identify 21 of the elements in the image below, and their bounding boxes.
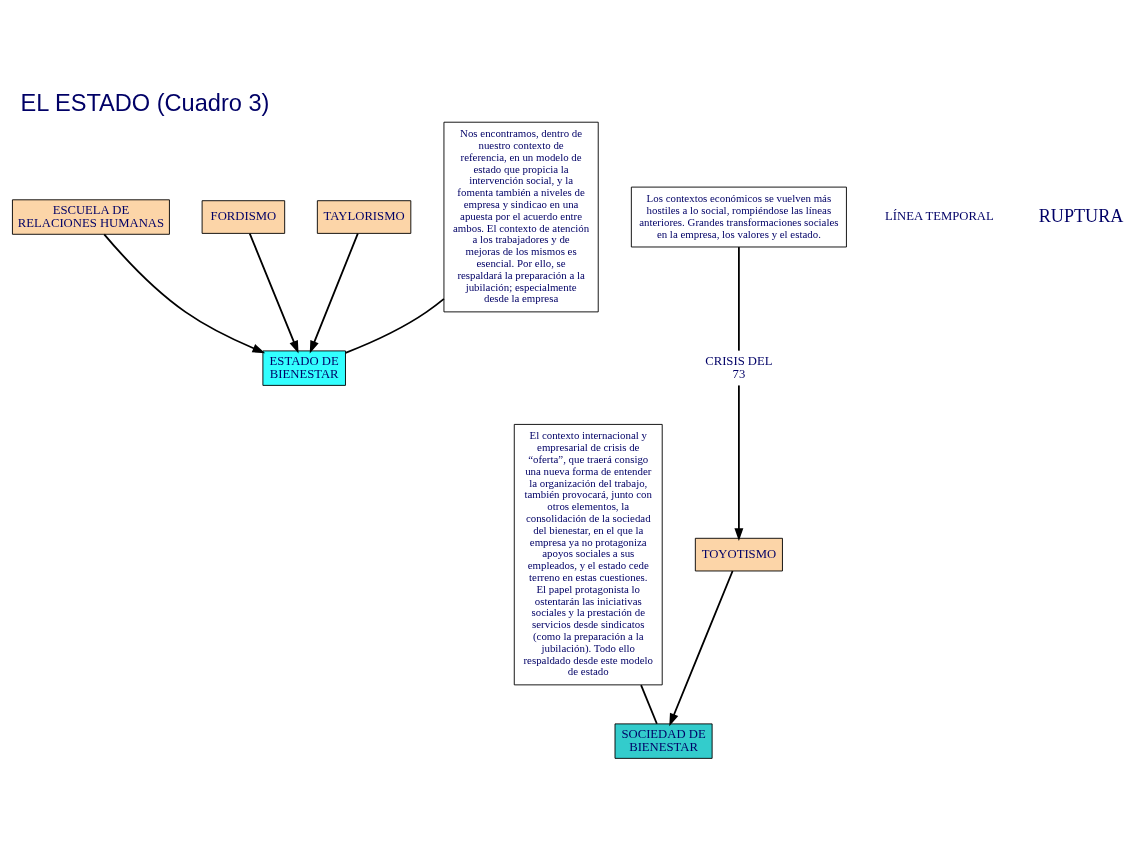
- node-box: Nos encontramos, dentro de nuestro contexto de referencia, en un modelo de estado que propicia la intervención social, y la fomenta también a niveles de empresa y sindicao en una apuesta por el acuerdo entre ambos. El contexto de atención a los trabajadores y de mejoras de los mismos es esencial. Por ello, se respaldará la preparación a la jubilación; especialmente desde la empresa: [443, 121, 599, 312]
- arrow: [309, 232, 359, 353]
- node-box: ESTADO DE BIENESTAR: [262, 349, 346, 386]
- label: RUPTURA: [1038, 205, 1124, 226]
- connector: [640, 683, 658, 725]
- connector: [344, 297, 445, 354]
- node-box: El contexto internacional y empresarial de crisis de “oferta”, que traerá consigo una nueva forma de entender la organización del trabajo, también provocará, junto con otros elementos, la consolidación de la sociedad del bienestar, en el que la empresa ya no protagoniza apoyos sociales a sus empleados, y el estado cede terreno en estas cuestiones. El papel protagonista lo ostentarán las iniciativas sociales y la prestación de servicios desde sindicatos (como la preparación a la jubilación). Todo ello respaldado desde este modelo de estado: [513, 423, 663, 685]
- node-box: SOCIEDAD DE BIENESTAR: [614, 722, 713, 759]
- arrow: [248, 232, 299, 353]
- diagram-title: EL ESTADO (Cuadro 3): [20, 89, 270, 116]
- arrow: [734, 384, 744, 541]
- node-box: TAYLORISMO: [316, 199, 412, 234]
- arrow: [103, 232, 266, 353]
- node-box: FORDISMO: [201, 199, 286, 234]
- arrow: [669, 569, 734, 726]
- node-box: ESCUELA DE RELACIONES HUMANAS: [11, 198, 170, 235]
- label: LÍNEA TEMPORAL: [885, 208, 994, 223]
- node-box: TOYOTISMO: [694, 537, 783, 571]
- node-box: Los contextos económicos se vuelven más hostiles a lo social, rompiéndose las líneas anteriores. Grandes transformaciones sociales en la empresa, los valores y el estado.: [630, 186, 847, 247]
- connector: [738, 245, 740, 352]
- node-text: CRISIS DEL 73: [705, 353, 773, 381]
